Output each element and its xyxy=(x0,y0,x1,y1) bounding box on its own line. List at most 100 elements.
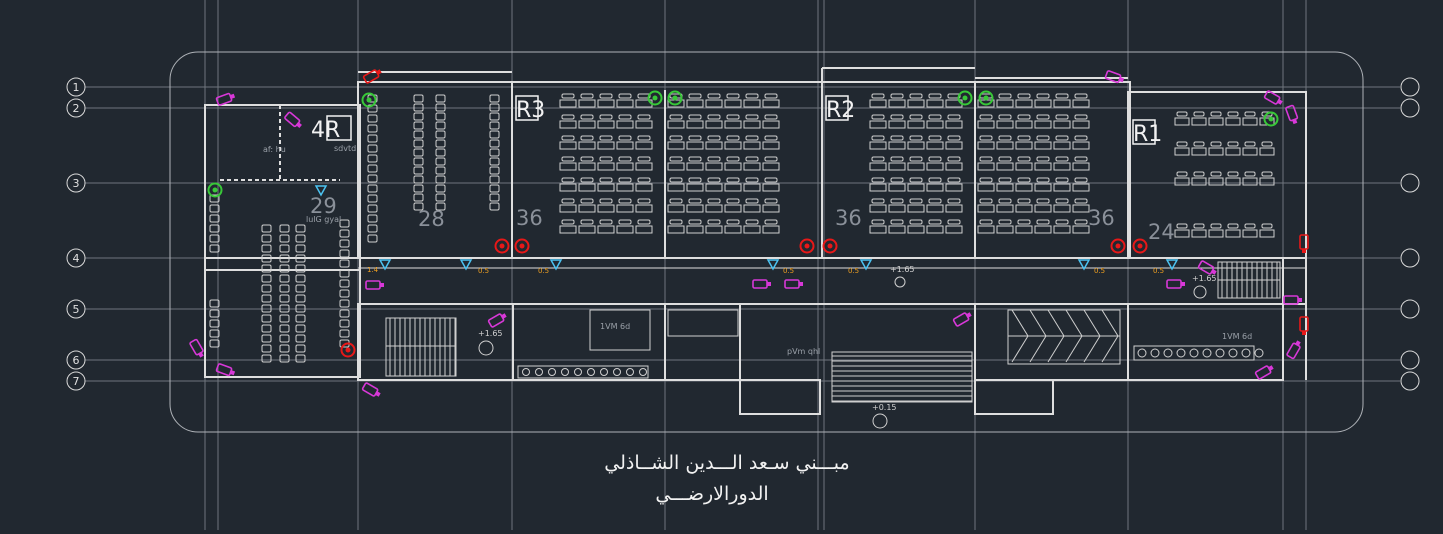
chair xyxy=(669,135,683,141)
chair xyxy=(367,184,378,193)
desk xyxy=(1034,225,1052,234)
chair xyxy=(367,124,378,133)
camera-icon xyxy=(952,312,972,327)
desk xyxy=(559,162,577,171)
chair xyxy=(561,156,575,162)
chair xyxy=(726,177,740,183)
detector-ring xyxy=(340,342,356,358)
chair xyxy=(435,112,446,121)
desk xyxy=(616,183,634,192)
chair xyxy=(928,177,942,183)
chair xyxy=(209,204,220,213)
chair xyxy=(209,299,220,308)
chair xyxy=(745,219,759,225)
chair xyxy=(561,177,575,183)
desk xyxy=(1034,99,1052,108)
stair-tread xyxy=(1011,309,1029,337)
camera-lens xyxy=(1181,282,1185,286)
grid-label-6: 6 xyxy=(73,354,80,367)
desk xyxy=(667,183,685,192)
desk xyxy=(945,204,963,213)
camera-icon xyxy=(284,111,302,128)
chair xyxy=(339,279,350,288)
desk xyxy=(888,204,906,213)
detector-icon xyxy=(514,238,530,254)
detector-icon xyxy=(1132,238,1148,254)
chair xyxy=(1036,219,1050,225)
chair xyxy=(979,114,993,120)
faint-label-5: 1VM 6d xyxy=(1222,332,1252,341)
chair xyxy=(261,274,272,283)
wc-basin xyxy=(587,368,595,376)
desk xyxy=(888,225,906,234)
room-number-29: 29 xyxy=(310,194,337,218)
chair xyxy=(489,103,500,112)
grid-label-7: 7 xyxy=(73,375,80,388)
desk xyxy=(1208,177,1224,186)
desk xyxy=(635,225,653,234)
chair xyxy=(764,156,778,162)
chair xyxy=(561,135,575,141)
desk xyxy=(869,183,887,192)
camera-lens xyxy=(229,370,236,376)
chair xyxy=(637,198,651,204)
desk xyxy=(888,120,906,129)
wc-basin xyxy=(1254,348,1264,358)
desk xyxy=(686,204,704,213)
stair-tread xyxy=(1029,335,1047,363)
chair xyxy=(998,177,1012,183)
desk xyxy=(743,141,761,150)
chair xyxy=(890,114,904,120)
chair xyxy=(367,204,378,213)
desk xyxy=(1053,162,1071,171)
desk xyxy=(926,120,944,129)
chair xyxy=(637,156,651,162)
chair xyxy=(928,135,942,141)
stair-tread xyxy=(1029,309,1047,337)
stair-tread xyxy=(1047,335,1065,363)
desk xyxy=(559,141,577,150)
detector-core xyxy=(672,95,678,101)
desk xyxy=(597,141,615,150)
chair xyxy=(979,156,993,162)
chair xyxy=(1036,156,1050,162)
wifi-shape xyxy=(766,259,780,271)
chair xyxy=(1176,171,1188,177)
chair xyxy=(1227,111,1239,117)
desk xyxy=(1072,120,1090,129)
level-label-4: +0.15 xyxy=(872,403,897,412)
detector-core xyxy=(212,187,218,193)
room-numbers: 29 28 36 36 36 24 xyxy=(310,194,1175,244)
chair xyxy=(637,135,651,141)
desk xyxy=(635,162,653,171)
chair xyxy=(489,175,500,184)
desk xyxy=(597,183,615,192)
chair xyxy=(1074,198,1088,204)
wc-basin xyxy=(548,368,556,376)
desk xyxy=(926,204,944,213)
detector-core xyxy=(1137,243,1143,249)
chair xyxy=(295,264,306,273)
chair xyxy=(764,93,778,99)
desk xyxy=(1015,120,1033,129)
chair xyxy=(489,130,500,139)
chair xyxy=(726,93,740,99)
chair xyxy=(909,93,923,99)
desk xyxy=(907,141,925,150)
desk xyxy=(743,120,761,129)
desk xyxy=(869,141,887,150)
wifi-access-point-icon xyxy=(314,185,328,197)
camera-lens xyxy=(966,312,972,318)
small-label-3: 0.5 xyxy=(783,267,794,275)
chair xyxy=(745,177,759,183)
chair xyxy=(1176,141,1188,147)
wifi-shape xyxy=(1077,259,1091,271)
chair xyxy=(637,114,651,120)
desk xyxy=(686,162,704,171)
chair xyxy=(339,289,350,298)
chair xyxy=(561,93,575,99)
chair xyxy=(637,93,651,99)
chair xyxy=(669,177,683,183)
chair xyxy=(745,135,759,141)
